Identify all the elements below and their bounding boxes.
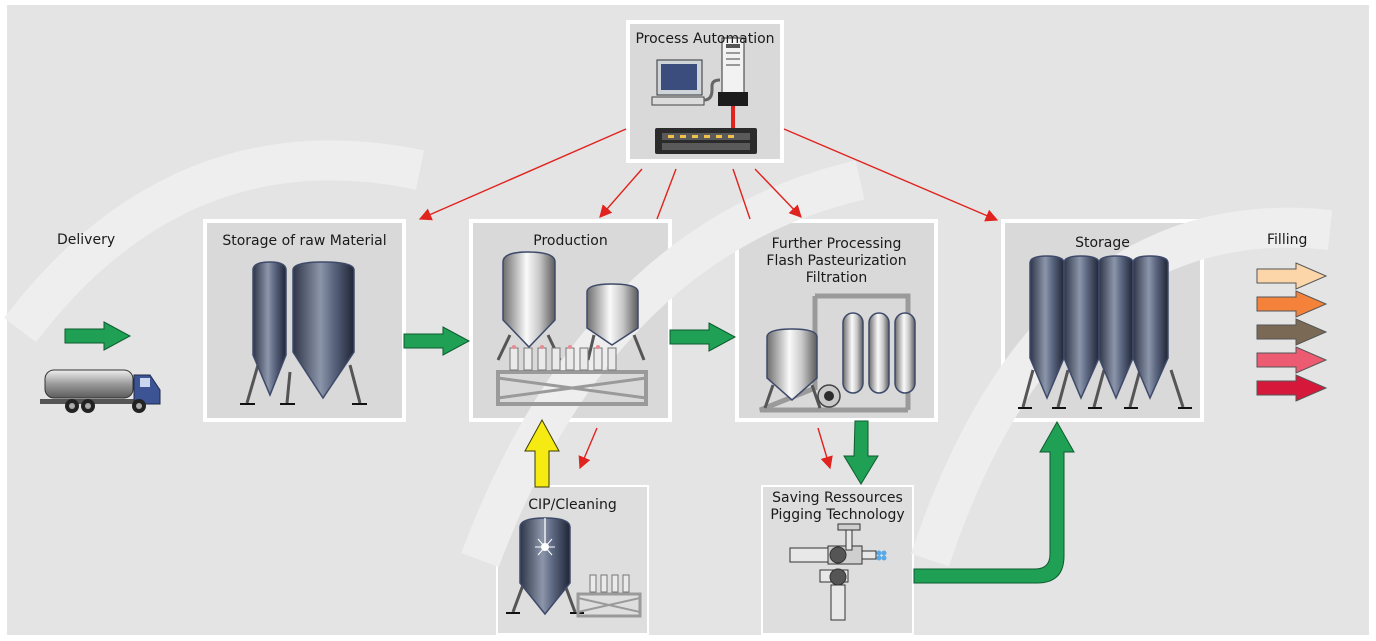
control-arrow-production-2 <box>656 168 677 220</box>
further-processing-label-3: Filtration <box>805 270 868 286</box>
control-arrow-storage-raw <box>418 128 627 221</box>
storage-silos-icon <box>1018 255 1192 409</box>
flow-arrow-delivery <box>64 321 132 351</box>
storage-label: Storage <box>1075 235 1130 251</box>
flow-arrows <box>64 321 1075 584</box>
filling-arrow-5 <box>1256 374 1328 402</box>
further-processing-label-1: Further Processing <box>771 236 902 252</box>
saving-resources-label-1: Saving Ressources <box>772 490 903 506</box>
production-tanks-icon <box>496 251 646 361</box>
filling-arrow-2 <box>1256 290 1328 318</box>
flow-arrow-raw-to-production <box>403 326 471 356</box>
filling-arrow-4 <box>1256 346 1328 374</box>
server-tower-icon <box>718 37 748 106</box>
pump-icon <box>817 384 841 408</box>
tanker-truck-icon <box>40 369 161 413</box>
control-arrow-further-2 <box>754 168 802 218</box>
flow-arrow-further-to-saving <box>843 420 879 485</box>
control-arrow-production-1 <box>599 168 643 218</box>
saving-resources-label-2: Pigging Technology <box>770 507 905 523</box>
control-arrow-further-1 <box>732 168 751 220</box>
control-arrow-storage <box>783 128 999 222</box>
storage-raw-material-label: Storage of raw Material <box>222 233 387 249</box>
filling-label: Filling <box>1267 232 1308 248</box>
cip-tank-icon <box>506 517 584 616</box>
raw-material-silos-icon <box>240 261 367 405</box>
further-processing-label-2: Flash Pasteurization <box>766 253 907 269</box>
cip-return-arrow <box>524 418 560 488</box>
filling-arrow-3 <box>1256 318 1328 346</box>
pig-launcher-icon <box>789 523 887 621</box>
delivery-label: Delivery <box>57 232 116 248</box>
filter-column-icon <box>759 293 916 413</box>
valve-block-icon <box>496 345 648 406</box>
cip-cleaning-label: CIP/Cleaning <box>528 497 617 513</box>
flow-arrow-production-to-further <box>669 322 737 352</box>
control-arrows <box>418 128 999 470</box>
cip-valve-block-icon <box>576 574 642 618</box>
network-switch-icon <box>655 128 757 154</box>
computer-workstation-icon <box>651 59 721 106</box>
filling-arrow-1 <box>1256 262 1328 290</box>
production-label: Production <box>533 233 608 249</box>
process-automation-label: Process Automation <box>635 31 775 47</box>
control-arrow-saving <box>817 427 833 470</box>
filling-arrows <box>1256 262 1328 402</box>
control-arrow-cip <box>578 427 598 470</box>
flow-arrow-saving-to-storage <box>913 420 1075 584</box>
